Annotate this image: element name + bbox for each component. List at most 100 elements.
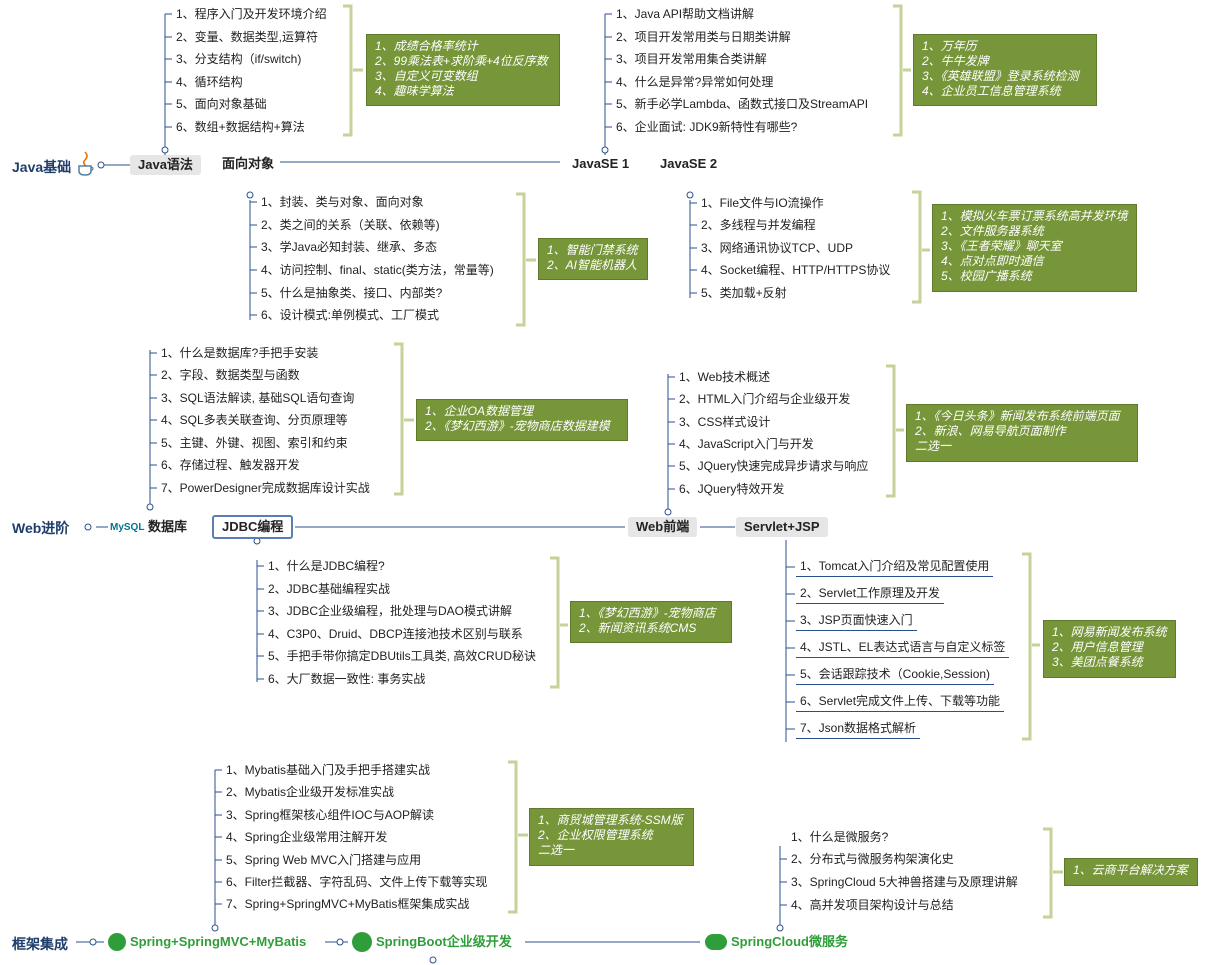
list-item: 2、分布式与微服务构架演化史 (791, 852, 954, 866)
project-item: 3、《英雄联盟》登录系统检测 (922, 69, 1079, 83)
list-item: 3、项目开发常用集合类讲解 (616, 52, 767, 66)
list-item: 2、项目开发常用类与日期类讲解 (616, 30, 791, 44)
topic-springcloud[interactable]: SpringCloud微服务 (731, 934, 848, 949)
project-box-springcloud: 1、云商平台解决方案 (1064, 858, 1198, 886)
project-item: 4、点对点即时通信 (941, 254, 1044, 268)
list-item: 4、循环结构 (176, 75, 243, 89)
project-item: 1、商贸城管理系统-SSM版 (538, 813, 683, 827)
list-item: 1、Web技术概述 (679, 370, 771, 384)
project-item: 3、美团点餐系统 (1052, 655, 1143, 669)
project-item: 二选一 (915, 439, 952, 453)
project-item: 2、用户信息管理 (1052, 640, 1143, 654)
project-box-ssm: 1、商贸城管理系统-SSM版 2、企业权限管理系统 二选一 (529, 808, 694, 866)
list-item: 4、什么是异常?异常如何处理 (616, 75, 774, 89)
topic-java-syntax[interactable]: Java语法 (130, 155, 201, 175)
root-web-advanced[interactable]: Web进阶 (12, 520, 70, 536)
root-java-basics[interactable]: Java基础 (12, 159, 72, 175)
list-item: 1、什么是数据库?手把手安装 (161, 346, 319, 360)
project-item: 2、文件服务器系统 (941, 224, 1044, 238)
power-icon (352, 932, 372, 952)
list-item: 1、程序入门及开发环境介绍 (176, 7, 327, 21)
topic-database[interactable]: 数据库 (148, 519, 188, 534)
list-item: 4、高并发项目架构设计与总结 (791, 898, 954, 912)
spring-leaf-icon (108, 933, 126, 951)
project-item: 2、新浪、网易导航页面制作 (915, 424, 1066, 438)
project-box-oop: 1、智能门禁系统 2、AI智能机器人 (538, 238, 648, 280)
list-item: 3、SpringCloud 5大神兽搭建与及原理讲解 (791, 875, 1018, 889)
list-item: 3、学Java必知封装、继承、多态 (261, 240, 438, 254)
list-item: 6、存储过程、触发器开发 (161, 458, 300, 472)
project-item: 1、万年历 (922, 39, 977, 53)
list-item: 5、JQuery快速完成异步请求与响应 (679, 459, 869, 473)
project-box-javase2: 1、模拟火车票订票系统高并发环境 2、文件服务器系统 3、《王者荣耀》聊天室 4… (932, 204, 1137, 292)
mysql-logo: MySQL (110, 522, 145, 533)
list-item: 7、PowerDesigner完成数据库设计实战 (161, 481, 370, 495)
list-item: 2、HTML入门介绍与企业级开发 (679, 392, 851, 406)
project-box-web-front: 1、《今日头条》新闻发布系统前端页面 2、新浪、网易导航页面制作 二选一 (906, 404, 1138, 462)
list-item: 6、JQuery特效开发 (679, 482, 785, 496)
list-item: 1、Mybatis基础入门及手把手搭建实战 (226, 763, 431, 777)
project-item: 2、新闻资讯系统CMS (579, 621, 697, 635)
java-cup-icon (76, 150, 96, 178)
project-box-java-syntax: 1、成绩合格率统计 2、99乘法表+求阶乘+4位反序数 3、自定义可变数组 4、… (366, 34, 560, 106)
list-item: 3、Spring框架核心组件IOC与AOP解读 (226, 808, 435, 822)
topic-jdbc[interactable]: JDBC编程 (212, 515, 294, 539)
topic-ssm[interactable]: Spring+SpringMVC+MyBatis (130, 934, 307, 949)
topic-oop[interactable]: 面向对象 (222, 156, 275, 171)
project-item: 二选一 (538, 843, 575, 857)
list-item: 1、Tomcat入门介绍及常见配置使用 (796, 558, 994, 577)
list-item: 1、File文件与IO流操作 (701, 196, 824, 210)
topic-javase2[interactable]: JavaSE 2 (660, 156, 718, 171)
list-item: 2、Mybatis企业级开发标准实战 (226, 785, 395, 799)
list-item: 5、Spring Web MVC入门搭建与应用 (226, 853, 422, 867)
topic-servlet-jsp[interactable]: Servlet+JSP (736, 517, 828, 537)
project-item: 1、企业OA数据管理 (425, 404, 534, 418)
project-item: 1、模拟火车票订票系统高并发环境 (941, 209, 1128, 223)
root-framework-integration[interactable]: 框架集成 (12, 936, 68, 952)
list-item: 1、什么是JDBC编程? (268, 559, 385, 573)
list-item: 5、主键、外键、视图、索引和约束 (161, 436, 348, 450)
list-item: 3、JDBC企业级编程，批处理与DAO模式讲解 (268, 604, 513, 618)
list-item: 3、CSS样式设计 (679, 415, 771, 429)
list-item: 6、企业面试: JDK9新特性有哪些? (616, 120, 798, 134)
list-item: 2、字段、数据类型与函数 (161, 368, 300, 382)
project-item: 1、云商平台解决方案 (1073, 863, 1188, 877)
list-item: 4、Socket编程、HTTP/HTTPS协议 (701, 263, 891, 277)
topic-javase1[interactable]: JavaSE 1 (572, 156, 630, 171)
list-item: 5、什么是抽象类、接口、内部类? (261, 286, 443, 300)
list-item: 4、访问控制、final、static(类方法，常量等) (261, 263, 494, 277)
list-item: 2、多线程与并发编程 (701, 218, 816, 232)
list-item: 3、分支结构（if/switch) (176, 52, 302, 66)
project-item: 2、《梦幻西游》-宠物商店数据建模 (425, 419, 610, 433)
project-item: 2、企业权限管理系统 (538, 828, 653, 842)
list-item: 3、SQL语法解读, 基础SQL语句查询 (161, 391, 355, 405)
list-item: 6、大厂数据一致性: 事务实战 (268, 672, 426, 686)
project-item: 3、《王者荣耀》聊天室 (941, 239, 1062, 253)
project-box-servlet: 1、网易新闻发布系统 2、用户信息管理 3、美团点餐系统 (1043, 620, 1176, 678)
project-item: 5、校园广播系统 (941, 269, 1032, 283)
project-item: 1、《今日头条》新闻发布系统前端页面 (915, 409, 1120, 423)
list-item: 2、Servlet工作原理及开发 (796, 585, 945, 604)
list-item: 4、JavaScript入门与开发 (679, 437, 814, 451)
project-item: 1、网易新闻发布系统 (1052, 625, 1167, 639)
list-item: 2、JDBC基础编程实战 (268, 582, 391, 596)
project-item: 1、成绩合格率统计 (375, 39, 478, 53)
project-item: 1、《梦幻西游》-宠物商店 (579, 606, 716, 620)
cloud-icon (705, 934, 727, 950)
list-item: 1、什么是微服务? (791, 830, 889, 844)
list-item: 5、会话跟踪技术（Cookie,Session) (796, 666, 995, 685)
project-item: 3、自定义可变数组 (375, 69, 478, 83)
list-item: 6、Filter拦截器、字符乱码、文件上传下载等实现 (226, 875, 488, 889)
project-box-jdbc: 1、《梦幻西游》-宠物商店 2、新闻资讯系统CMS (570, 601, 732, 643)
topic-springboot[interactable]: SpringBoot企业级开发 (376, 934, 512, 949)
list-item: 2、变量、数据类型,运算符 (176, 30, 319, 44)
project-item: 2、牛牛发牌 (922, 54, 989, 68)
project-item: 2、AI智能机器人 (547, 258, 638, 272)
topic-web-front[interactable]: Web前端 (628, 517, 698, 537)
list-item: 5、类加载+反射 (701, 286, 787, 300)
list-item: 3、JSP页面快速入门 (796, 612, 917, 631)
list-item: 6、数组+数据结构+算法 (176, 120, 305, 134)
list-item: 6、Servlet完成文件上传、下载等功能 (796, 693, 1005, 712)
list-item: 1、Java API帮助文档讲解 (616, 7, 755, 21)
list-item: 7、Json数据格式解析 (796, 720, 921, 739)
